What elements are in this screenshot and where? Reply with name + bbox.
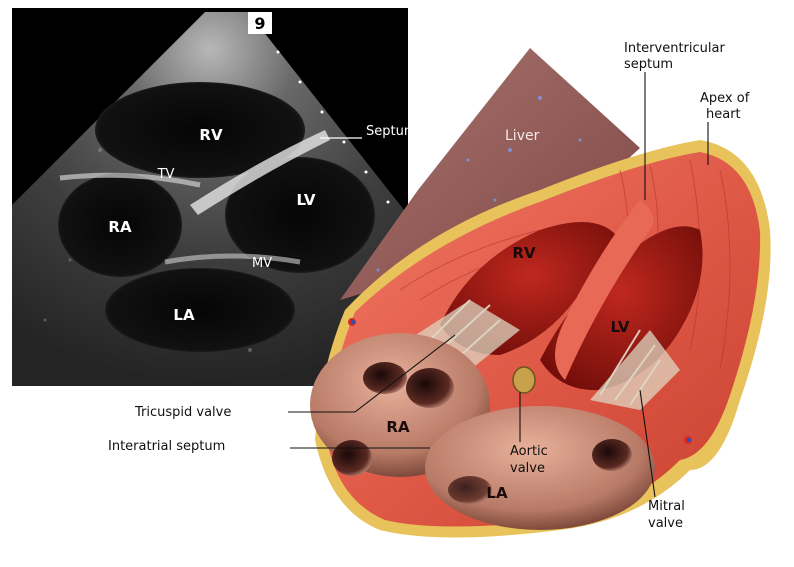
echo-ra-cavity (58, 173, 182, 277)
heart-cross-section-illustration: Liver (108, 41, 771, 538)
label-mitral-line1: Mitral (648, 499, 685, 514)
echo-label-ra: RA (108, 218, 132, 236)
echo-label-la: LA (173, 306, 195, 324)
coronary-vessel-dots (348, 318, 692, 444)
echo-corner-mark: 9 (254, 14, 265, 33)
label-mitral-line2: valve (648, 516, 683, 531)
label-apex-line1: Apex of (700, 91, 750, 106)
label-interventricular-line2: septum (624, 57, 673, 72)
label-apex-line2: heart (706, 107, 741, 122)
anatomy-label-ra: RA (386, 418, 410, 436)
echo-label-septum: Septum (366, 124, 417, 139)
la-opening (592, 439, 632, 471)
tricuspid-leader (354, 334, 456, 413)
echo-rv-cavity (95, 82, 305, 178)
mitral-leader (639, 389, 656, 498)
echo-lv-cavity (225, 157, 375, 273)
label-aortic-line2: valve (510, 461, 545, 476)
label-interventricular-line1: Interventricular (624, 41, 725, 56)
echo-label-lv: LV (296, 191, 315, 209)
echo-septum-band (190, 130, 330, 215)
echo-label-rv: RV (199, 126, 223, 144)
liver-tissue (340, 48, 640, 300)
echo-corner-mark-bg (248, 12, 272, 34)
label-liver: Liver (505, 128, 540, 144)
label-interatrial-septum: Interatrial septum (108, 439, 225, 454)
aortic-valve-shape (512, 366, 536, 394)
mitral-valve-leaflet (590, 330, 680, 410)
ra-opening-3 (332, 440, 372, 476)
label-tricuspid-valve: Tricuspid valve (134, 405, 231, 420)
ra-opening-1 (363, 362, 407, 394)
echo-label-mv: MV (252, 256, 272, 271)
interventricular-septum-muscle (555, 200, 654, 380)
echo-la-cavity (105, 268, 295, 352)
anatomy-label-lv: LV (610, 318, 629, 336)
echo-label-tv: TV (157, 167, 175, 182)
ra-opening-2 (406, 368, 454, 408)
label-aortic-line1: Aortic (510, 444, 548, 459)
echocardiogram-panel: 9 Septum RV TV LV RA MV LA (12, 8, 417, 386)
anatomy-label-la: LA (486, 484, 508, 502)
anatomy-label-rv: RV (512, 244, 536, 262)
